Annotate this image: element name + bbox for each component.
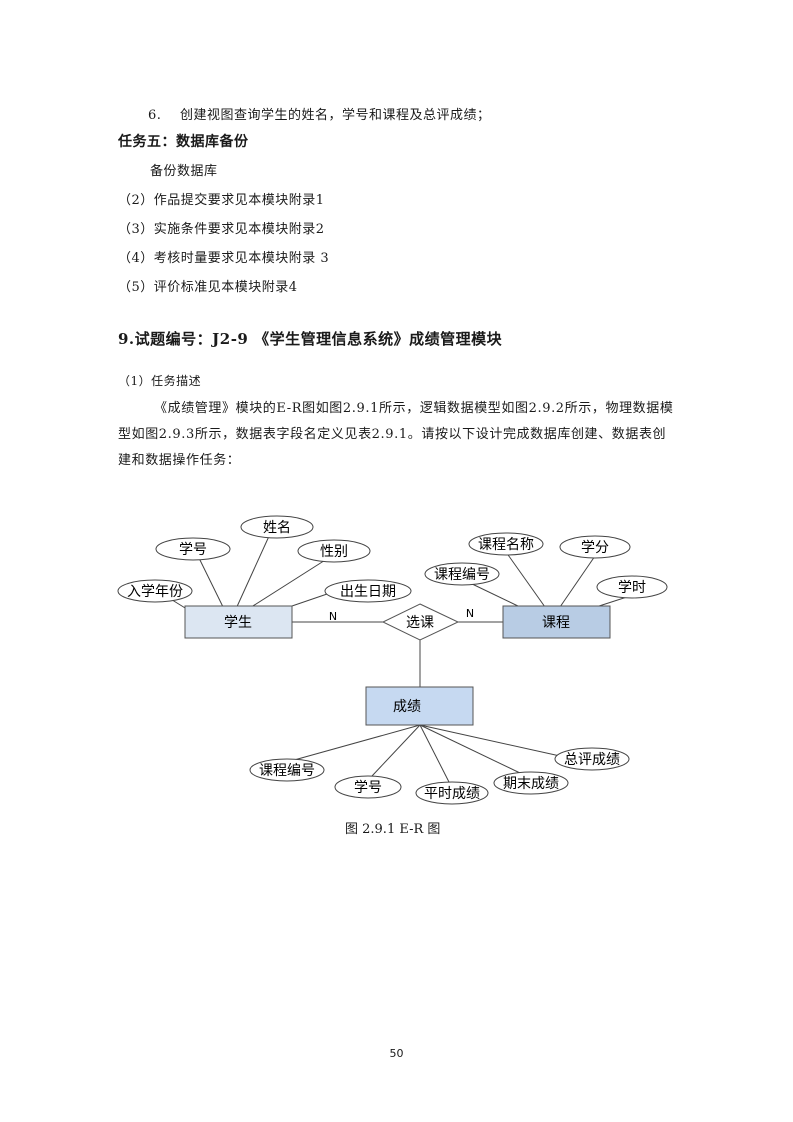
attr-course-credit: 学分 — [581, 540, 609, 556]
attr-course-cno: 课程编号 — [434, 567, 490, 583]
attr-student-birth: 出生日期 — [340, 584, 396, 600]
connector — [286, 724, 421, 763]
attr-ellipse — [240, 515, 314, 539]
task5-title: 任务五：数据库备份 — [118, 134, 249, 150]
list-item: （5）评价标准见本模块附录4 — [118, 280, 298, 295]
desc-label: （1）任务描述 — [118, 374, 202, 388]
entity-course — [502, 605, 611, 639]
attr-ellipse — [493, 771, 569, 795]
connector — [419, 724, 561, 757]
page-number: 50 — [389, 1047, 404, 1060]
desc-paragraph: 《成绩管理》模块的E-R图如图2.9.1所示，逻辑数据模型如图2.9.2所示，物… — [118, 401, 674, 468]
attr-student-year: 入学年份 — [127, 584, 183, 600]
connector — [291, 592, 331, 607]
item-6: 6. 创建视图查询学生的姓名，学号和课程及总评成绩； — [148, 104, 491, 123]
relationship-diamond — [381, 603, 460, 641]
attr-grade-final: 期末成绩 — [503, 776, 559, 792]
connector — [371, 724, 421, 777]
connector — [197, 555, 226, 612]
entity-grade-label: 成绩 — [393, 699, 421, 715]
attr-ellipse — [424, 562, 500, 586]
relationship-label: 选课 — [406, 615, 434, 631]
attr-course-name: 课程名称 — [478, 537, 534, 553]
connector — [559, 555, 596, 608]
entity-grade — [365, 686, 474, 726]
cardinality-right: N — [466, 607, 474, 620]
attr-ellipse — [468, 532, 544, 556]
item-6-number: 6. — [148, 108, 162, 123]
entity-course-label: 课程 — [542, 615, 570, 631]
connector — [244, 556, 331, 612]
connector — [467, 581, 521, 608]
attr-ellipse — [554, 747, 630, 771]
attr-grade-sid: 学号 — [354, 780, 382, 796]
attr-ellipse — [117, 579, 193, 603]
attr-student-name: 姓名 — [263, 520, 291, 536]
attr-student-gender: 性别 — [320, 544, 348, 560]
attr-ellipse — [249, 758, 325, 782]
attr-ellipse — [297, 539, 371, 563]
connector — [505, 551, 546, 608]
attr-ellipse — [324, 579, 412, 603]
connector-lines — [155, 533, 631, 785]
attr-ellipse — [415, 781, 489, 805]
attr-grade-cno: 课程编号 — [259, 763, 315, 779]
connector — [234, 533, 271, 612]
list-item: （2）作品提交要求见本模块附录1 — [118, 193, 325, 208]
connector — [419, 724, 521, 774]
attr-grade-regular: 平时成绩 — [424, 786, 480, 802]
cardinality-left: N — [329, 610, 337, 623]
task5-line1: 备份数据库 — [150, 164, 218, 179]
attr-ellipse — [559, 535, 631, 559]
list-item: （3）实施条件要求见本模块附录2 — [118, 222, 325, 237]
entity-student-label: 学生 — [224, 615, 252, 631]
entity-student — [184, 605, 293, 639]
connector — [419, 724, 451, 785]
item-6-text: 创建视图查询学生的姓名，学号和课程及总评成绩； — [180, 108, 491, 123]
attr-ellipse — [155, 537, 231, 561]
attr-student-id: 学号 — [179, 542, 207, 558]
attr-course-hours: 学时 — [618, 580, 646, 596]
list-item: （4）考核时量要求见本模块附录 3 — [118, 251, 330, 266]
figure-caption: 图 2.9.1 E-R 图 — [345, 822, 441, 837]
section-title: 9.试题编号：J2-9 《学生管理信息系统》成绩管理模块 — [118, 330, 503, 348]
attr-ellipse — [596, 575, 668, 599]
attr-grade-total: 总评成绩 — [564, 752, 620, 768]
attr-ellipse — [334, 775, 402, 799]
